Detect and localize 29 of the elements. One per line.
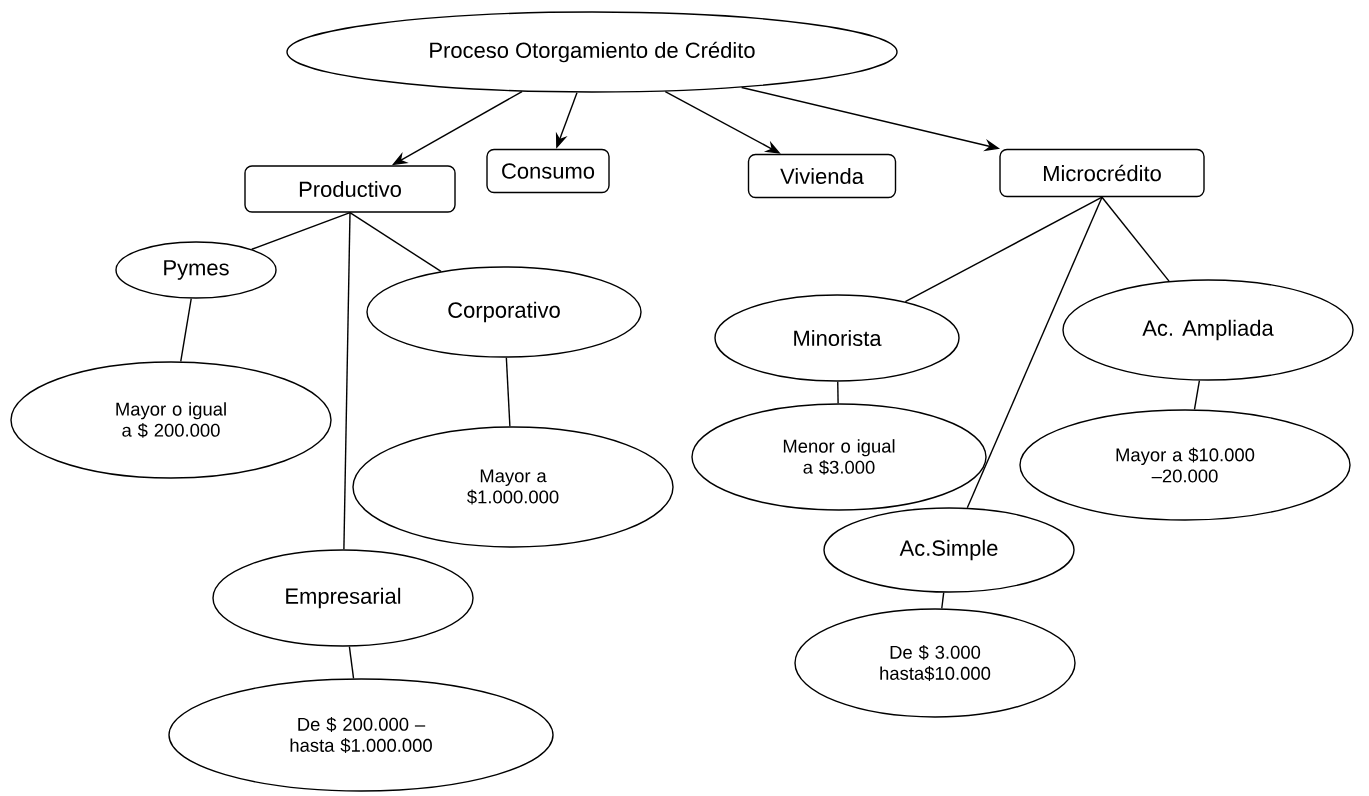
- connector: [180, 297, 192, 363]
- ellipse-node: De $ 3.000 hasta$10.000: [794, 608, 1076, 718]
- ellipse-node: Mayor o igual a $ 200.000: [10, 361, 332, 479]
- category-box: Microcrédito: [999, 148, 1205, 198]
- category-box: Productivo: [244, 165, 456, 213]
- ellipse-node: Empresarial: [212, 549, 474, 647]
- ellipse-node: Mayor a $10.000 –20.000: [1019, 409, 1351, 521]
- connector: [837, 381, 839, 404]
- category-box: Consumo: [486, 148, 610, 194]
- connector: [343, 212, 351, 550]
- connector: [941, 591, 945, 610]
- ellipse-node: Corporativo: [366, 266, 642, 358]
- ellipse-node: De $ 200.000 – hasta $1.000.000: [168, 678, 554, 792]
- connector: [348, 645, 355, 680]
- ellipse-node: Menor o igual a $3.000: [691, 403, 987, 511]
- connector: [1193, 379, 1201, 411]
- connector: [505, 357, 511, 428]
- ellipse-node: Mayor a $1.000.000: [352, 426, 674, 548]
- connector: [904, 196, 1103, 303]
- ellipse-node: Minorista: [714, 294, 960, 382]
- connector: [1101, 196, 1170, 282]
- connector: [251, 212, 351, 250]
- connector: [349, 212, 442, 273]
- ellipse-node: Ac. Ampliada: [1062, 279, 1354, 381]
- ellipse-node: Ac.Simple: [823, 507, 1075, 593]
- ellipse-node: Proceso Otorgamiento de Crédito: [286, 11, 898, 93]
- connector: [966, 196, 1103, 509]
- category-box: Vivienda: [747, 153, 897, 199]
- ellipse-node: Pymes: [115, 241, 277, 299]
